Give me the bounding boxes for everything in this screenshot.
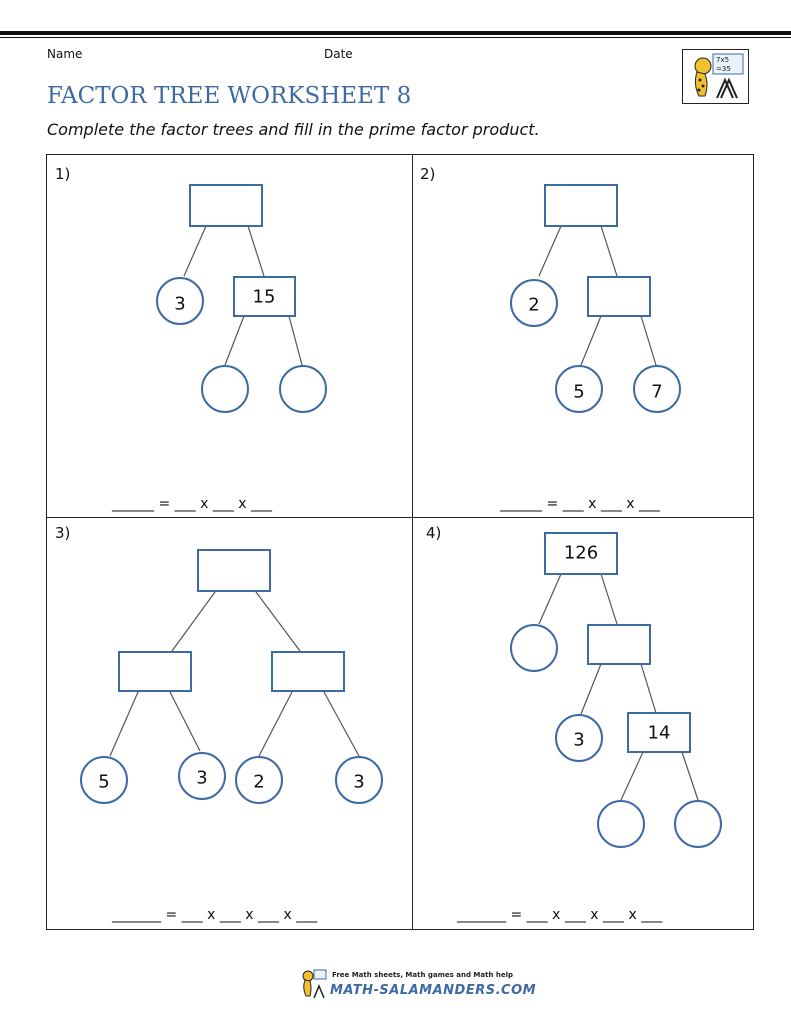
factor-box xyxy=(271,651,345,692)
tree-2-factor-value: 2 xyxy=(528,295,539,316)
tree-4-root-value: 126 xyxy=(564,543,598,564)
factor-circle xyxy=(510,279,558,327)
tree-3-factor-value: 5 xyxy=(98,772,109,793)
tree-1-factor-value: 3 xyxy=(174,294,185,315)
factor-circle xyxy=(201,365,249,413)
grid-divider-horizontal xyxy=(47,517,753,518)
factor-circle xyxy=(335,756,383,804)
top-rule-thick xyxy=(0,31,791,35)
factor-box xyxy=(544,184,618,227)
factor-box xyxy=(118,651,192,692)
footer-tagline: Free Math sheets, Math games and Math he… xyxy=(332,971,514,979)
footer-salamander-icon xyxy=(302,969,327,999)
factor-box xyxy=(544,532,618,575)
factor-box xyxy=(587,624,651,665)
factor-box xyxy=(627,712,691,753)
tree-3-factor-value: 3 xyxy=(196,768,207,789)
factor-box xyxy=(233,276,296,317)
tree-4-factor-value: 14 xyxy=(648,723,671,744)
date-label: Date xyxy=(324,47,353,61)
grid-divider-vertical xyxy=(412,155,413,929)
footer-brand[interactable]: MATH-SALAMANDERS.COM xyxy=(330,983,537,998)
instructions: Complete the factor trees and fill in th… xyxy=(47,120,540,139)
factor-circle xyxy=(156,277,204,325)
problem-number-3: 3) xyxy=(55,524,71,542)
tree-3-factor-value: 2 xyxy=(253,772,264,793)
factor-circle xyxy=(510,624,558,672)
name-label: Name xyxy=(47,47,83,61)
top-rule-thin xyxy=(0,37,791,38)
factor-circle xyxy=(235,756,283,804)
tree-1-factor-value: 15 xyxy=(253,287,276,308)
factor-box xyxy=(587,276,651,317)
logo-card-line-1: 7x5 xyxy=(716,56,729,64)
problem-grid xyxy=(46,154,754,930)
math-salamanders-logo: 7x5 =35 xyxy=(682,49,749,104)
page-title: FACTOR TREE WORKSHEET 8 xyxy=(47,83,412,109)
factor-circle xyxy=(80,756,128,804)
factor-circle xyxy=(178,752,226,800)
answer-line-4[interactable]: _______ = ___ x ___ x ___ x ___ xyxy=(457,907,663,923)
answer-line-1[interactable]: ______ = ___ x ___ x ___ xyxy=(112,496,273,512)
factor-circle xyxy=(633,365,681,413)
factor-box xyxy=(189,184,263,227)
answer-line-2[interactable]: ______ = ___ x ___ x ___ xyxy=(500,496,661,512)
tree-3-factor-value: 3 xyxy=(353,772,364,793)
factor-circle xyxy=(555,714,603,762)
tree-2-factor-value: 7 xyxy=(651,382,662,403)
factor-circle xyxy=(674,800,722,848)
factor-circle xyxy=(279,365,327,413)
factor-box xyxy=(197,549,271,592)
answer-line-3[interactable]: _______ = ___ x ___ x ___ x ___ xyxy=(112,907,318,923)
logo-card-line-2: =35 xyxy=(716,65,731,73)
tree-branches xyxy=(109,225,699,801)
tree-2-factor-value: 5 xyxy=(573,382,584,403)
factor-circle xyxy=(597,800,645,848)
problem-number-4: 4) xyxy=(426,524,442,542)
tree-4-factor-value: 3 xyxy=(573,730,584,751)
problem-number-1: 1) xyxy=(55,165,71,183)
factor-circle xyxy=(555,365,603,413)
problem-number-2: 2) xyxy=(420,165,436,183)
